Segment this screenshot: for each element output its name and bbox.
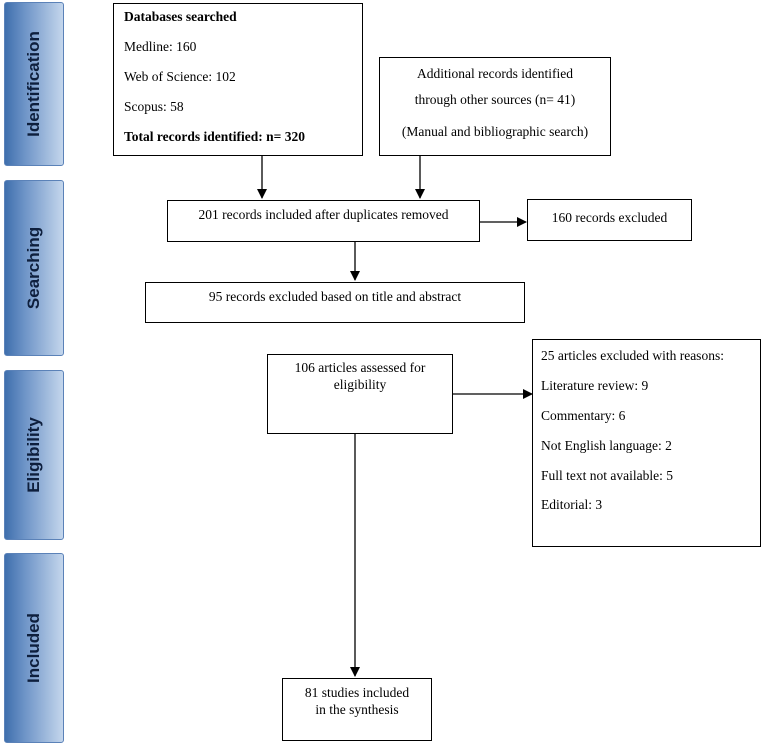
additional-line1: Additional records identified [417,66,573,81]
databases-heading: Databases searched [124,9,237,24]
stage-identification: Identification [4,2,64,166]
records-excluded-text: 160 records excluded [551,210,668,225]
exclusion-item: Literature review: 9 [541,377,649,393]
stage-eligibility: Eligibility [4,370,64,540]
title-abstract-box: 95 records excluded based on title and a… [145,282,525,323]
after-duplicates-text: 201 records included after duplicates re… [198,207,449,222]
databases-scopus: Scopus: 58 [124,98,184,114]
included-line2: in the synthesis [315,701,399,717]
additional-records-box: Additional records identified through ot… [379,57,611,156]
title-abstract-text: 95 records excluded based on title and a… [208,289,462,304]
included-box: 81 studies included in the synthesis [282,678,432,741]
exclusion-item: Not English language: 2 [541,437,672,453]
exclusions-box: 25 articles excluded with reasons: Liter… [532,339,761,547]
exclusions-heading: 25 articles excluded with reasons: [541,348,724,363]
included-line1: 81 studies included [304,685,410,700]
records-excluded-box: 160 records excluded [527,199,692,241]
exclusion-item: Full text not available: 5 [541,467,673,483]
additional-line3: (Manual and bibliographic search) [401,123,589,139]
databases-medline: Medline: 160 [124,38,197,54]
assessed-line2: eligibility [333,376,387,392]
stage-included: Included [4,553,64,743]
assessed-box: 106 articles assessed for eligibility [267,354,453,434]
stage-searching: Searching [4,180,64,356]
additional-line2: through other sources (n= 41) [414,91,576,107]
exclusion-item: Commentary: 6 [541,407,626,423]
assessed-line1: 106 articles assessed for [294,360,426,375]
exclusion-item: Editorial: 3 [541,497,603,513]
after-duplicates-box: 201 records included after duplicates re… [167,200,480,242]
databases-total: Total records identified: n= 320 [124,128,305,144]
databases-box: Databases searched Medline: 160 Web of S… [113,3,363,156]
databases-wos: Web of Science: 102 [124,68,236,84]
